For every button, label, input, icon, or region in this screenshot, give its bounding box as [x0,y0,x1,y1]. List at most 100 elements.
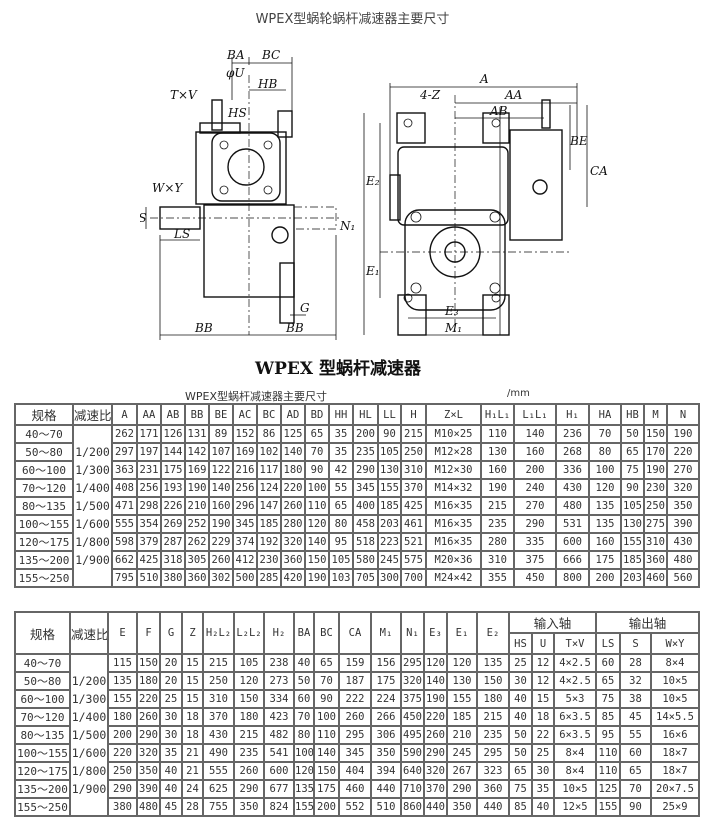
value-cell: 120 [446,653,478,673]
label-aa: AA [504,88,523,102]
value-cell: 60 [293,689,315,709]
value-cell: 35 [328,424,354,444]
value-cell: 374 [232,532,258,552]
value-cell: 110 [595,761,621,781]
value-cell: 480 [136,797,161,817]
spec-cell: 80～135 [14,725,71,745]
spec-cell: 50～80 [14,671,71,691]
spec-cell: 155～250 [14,797,71,817]
column-header: 规格 [14,403,74,426]
value-cell: 38 [619,689,652,709]
value-cell: 190 [666,424,700,444]
label-ca: CA [590,164,608,178]
value-cell: 380 [107,797,138,817]
value-cell: 18 [181,725,204,745]
value-cell: 147 [256,496,282,516]
value-cell: 32 [619,671,652,691]
label-w-x-y: W×Y [152,181,183,195]
value-cell: 40 [293,653,315,673]
value-cell: 323 [476,761,510,781]
value-cell: 296 [232,496,258,516]
label-hs: HS [227,106,247,120]
value-cell: 262 [111,424,138,444]
label-ab: AB [489,104,508,118]
value-cell: 187 [338,671,372,691]
value-cell: 80 [588,442,622,462]
value-cell: 363 [111,460,138,480]
value-cell: 155 [446,689,478,709]
value-cell: 155 [620,532,645,552]
value-cell: 12×5 [553,797,597,817]
value-cell: 290 [446,779,478,799]
spec-cell: 155～250 [14,568,74,588]
value-cell: 180 [233,707,265,727]
value-cell: 120 [304,514,330,534]
value-cell: 124 [256,478,282,498]
value-cell: 8×4 [553,761,597,781]
value-cell: 320 [666,478,700,498]
label-ba: BA [226,48,245,62]
value-cell: 86 [256,424,282,444]
column-header: HH [328,403,354,426]
value-cell: 590 [400,743,425,763]
value-cell: M12×30 [425,460,482,480]
column-header: E [107,611,138,655]
value-cell: 28 [619,653,652,673]
value-cell: 20×7.5 [650,779,700,799]
value-cell: 171 [136,424,162,444]
value-cell: 370 [400,478,427,498]
value-cell: 185 [256,514,282,534]
spec-cell: 100～155 [14,743,71,763]
value-cell: 90 [619,797,652,817]
value-cell: 269 [160,514,186,534]
column-header: AC [232,403,258,426]
value-cell: 215 [202,653,235,673]
spec-cell: 120～175 [14,532,74,552]
value-cell: 90 [304,460,330,480]
value-cell: 6×3.5 [553,725,597,745]
value-cell: 354 [136,514,162,534]
value-cell: 25 [508,653,533,673]
value-cell: 30 [159,725,183,745]
value-cell: 440 [476,797,510,817]
value-cell: 70 [588,424,622,444]
value-cell: 215 [233,725,265,745]
value-cell: 130 [446,671,478,691]
value-cell: 85 [508,797,533,817]
value-cell: 210 [446,725,478,745]
column-header: E₁ [446,611,478,655]
ratio-value: 1/500 [71,728,107,742]
value-cell: 318 [160,550,186,570]
label-bb-left: BB [194,321,213,335]
column-header: H₁L₁ [480,403,515,426]
value-cell: 105 [328,550,354,570]
label-bc: BC [261,48,280,62]
value-cell: 65 [508,761,533,781]
column-header: CA [338,611,372,655]
value-cell: 15 [181,689,204,709]
value-cell: 50 [620,424,645,444]
value-cell: 150 [233,689,265,709]
value-cell: 65 [304,424,330,444]
value-cell: 150 [476,671,510,691]
value-cell: 80 [293,725,315,745]
value-cell: 245 [446,743,478,763]
value-cell: 490 [202,743,235,763]
value-cell: 105 [377,442,402,462]
sub-header: W×Y [650,632,700,655]
value-cell: 350 [446,797,478,817]
value-cell: 190 [208,514,234,534]
value-cell: 270 [666,460,700,480]
value-cell: 130 [480,442,515,462]
value-cell: 40 [508,689,533,709]
value-cell: 126 [160,424,186,444]
value-cell: 105 [233,653,265,673]
value-cell: 180 [136,671,161,691]
value-cell: 290 [352,460,379,480]
